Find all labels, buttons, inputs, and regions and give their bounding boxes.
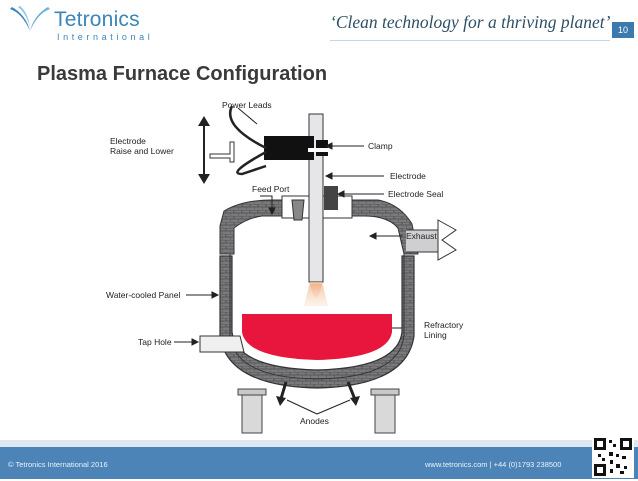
slide-title: Plasma Furnace Configuration xyxy=(37,63,328,85)
anodes xyxy=(276,381,360,415)
logo-subtitle: International xyxy=(57,32,154,42)
tetronics-logo: Tetronics International xyxy=(8,5,158,45)
leader-lines xyxy=(174,107,402,346)
label-electrode-raise-2: Raise and Lower xyxy=(110,146,174,156)
footer-accent-bar xyxy=(0,440,638,447)
tap-hole xyxy=(199,335,245,353)
footer-contact: www.tetronics.com | +44 (0)1793 238500 xyxy=(425,460,562,469)
label-exhaust: Exhaust xyxy=(406,231,437,241)
page-number: 10 xyxy=(612,22,634,38)
label-electrode-raise-1: Electrode xyxy=(110,136,146,146)
label-electrode-seal: Electrode Seal xyxy=(388,189,443,199)
logo-name: Tetronics xyxy=(54,8,140,31)
label-anodes: Anodes xyxy=(300,416,329,426)
label-refractory-2: Lining xyxy=(424,330,447,340)
label-clamp: Clamp xyxy=(368,141,393,151)
furnace-body xyxy=(219,199,457,389)
furnace-legs xyxy=(237,388,400,434)
qr-code-icon xyxy=(592,436,634,478)
slide-footer: © Tetronics International 2016 www.tetro… xyxy=(0,447,638,479)
label-tap-hole: Tap Hole xyxy=(138,337,172,347)
header-divider xyxy=(330,40,610,41)
plasma-furnace-diagram: Power Leads Electrode Raise and Lower Cl… xyxy=(106,100,464,434)
logo-wings-icon xyxy=(10,6,50,31)
label-power-leads: Power Leads xyxy=(222,100,272,110)
electrode xyxy=(198,105,330,306)
label-feed-port: Feed Port xyxy=(252,184,290,194)
label-water-cooled-panel: Water-cooled Panel xyxy=(106,290,180,300)
tagline: ‘Clean technology for a thriving planet’ xyxy=(330,12,611,32)
slide-header: Tetronics International ‘Clean technolog… xyxy=(0,0,638,50)
copyright-text: © Tetronics International 2016 xyxy=(8,460,108,469)
label-refractory-1: Refractory xyxy=(424,320,464,330)
label-electrode: Electrode xyxy=(390,171,426,181)
molten-bath xyxy=(242,314,392,360)
